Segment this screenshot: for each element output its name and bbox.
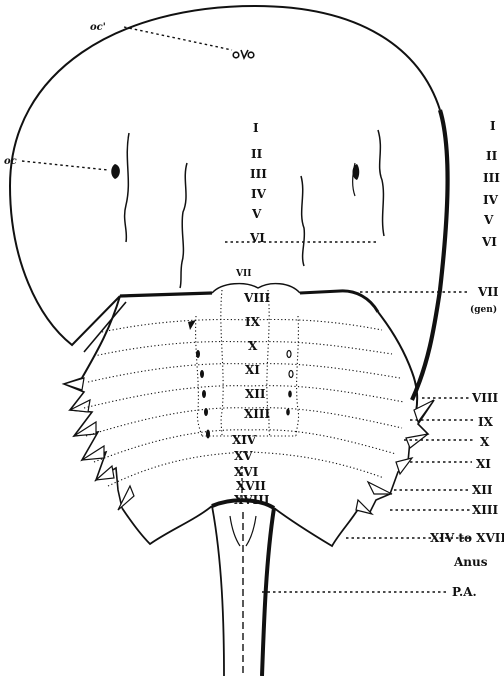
label-inner-III: III — [250, 167, 267, 181]
label-inner-VIII: VIII — [243, 291, 271, 305]
label-inner-XII: XII — [245, 387, 266, 401]
label-inner-XV: XV — [234, 449, 253, 463]
label-right-IV: IV — [483, 193, 499, 207]
label-right-III: III — [483, 171, 500, 185]
label-right-XIV-XVIII: XIV to XVIII — [430, 531, 504, 545]
carapace — [8, 4, 450, 401]
label-inner-V: V — [251, 207, 262, 221]
label-right-VIII: VIII — [471, 391, 499, 405]
label-right-VII: VII — [477, 285, 499, 299]
label-inner-II: II — [251, 147, 263, 161]
label-inner-XIV: XIV — [232, 433, 257, 447]
label-inner-XVIII: XVIII — [234, 493, 270, 507]
label-inner-X: X — [248, 339, 258, 353]
label-inner-XI: XI — [245, 363, 260, 377]
label-oc: oc — [4, 156, 17, 167]
label-inner-I: I — [253, 121, 259, 135]
entapophyseal-pits — [188, 320, 294, 439]
telson — [211, 505, 276, 676]
carapace-ridges — [123, 129, 385, 289]
label-right-XII: XII — [472, 483, 493, 497]
median-ocelli — [232, 49, 255, 60]
marginal-spines — [62, 377, 435, 516]
label-inner-XVI: XVI — [234, 465, 259, 479]
label-inner-XIII: XIII — [244, 407, 271, 421]
label-inner-IV: IV — [251, 187, 267, 201]
label-inner-VII: VII — [235, 269, 251, 279]
label-right-IX: IX — [478, 415, 494, 429]
labels: oc' oc I II III IV V VI I II III IV V VI… — [4, 22, 504, 599]
label-right-II: II — [486, 149, 498, 163]
label-oc-prime: oc' — [90, 22, 106, 33]
label-pa: P.A. — [452, 585, 477, 599]
lateral-eye-left — [111, 164, 120, 179]
label-right-VII-gen: (gen) — [470, 304, 497, 315]
label-right-XIII: XIII — [472, 503, 499, 517]
label-right-I: I — [490, 119, 496, 133]
label-anus: Anus — [453, 555, 488, 569]
label-right-X: X — [480, 435, 490, 449]
label-inner-IX: IX — [245, 315, 261, 329]
leader-lines — [21, 26, 474, 593]
label-inner-XVII: XVII — [236, 479, 266, 493]
label-inner-VI: VI — [249, 231, 265, 245]
abdominal-segment-lines — [83, 289, 405, 487]
label-right-V: V — [483, 213, 494, 227]
label-right-XI: XI — [476, 457, 491, 471]
label-right-VI: VI — [481, 235, 497, 249]
